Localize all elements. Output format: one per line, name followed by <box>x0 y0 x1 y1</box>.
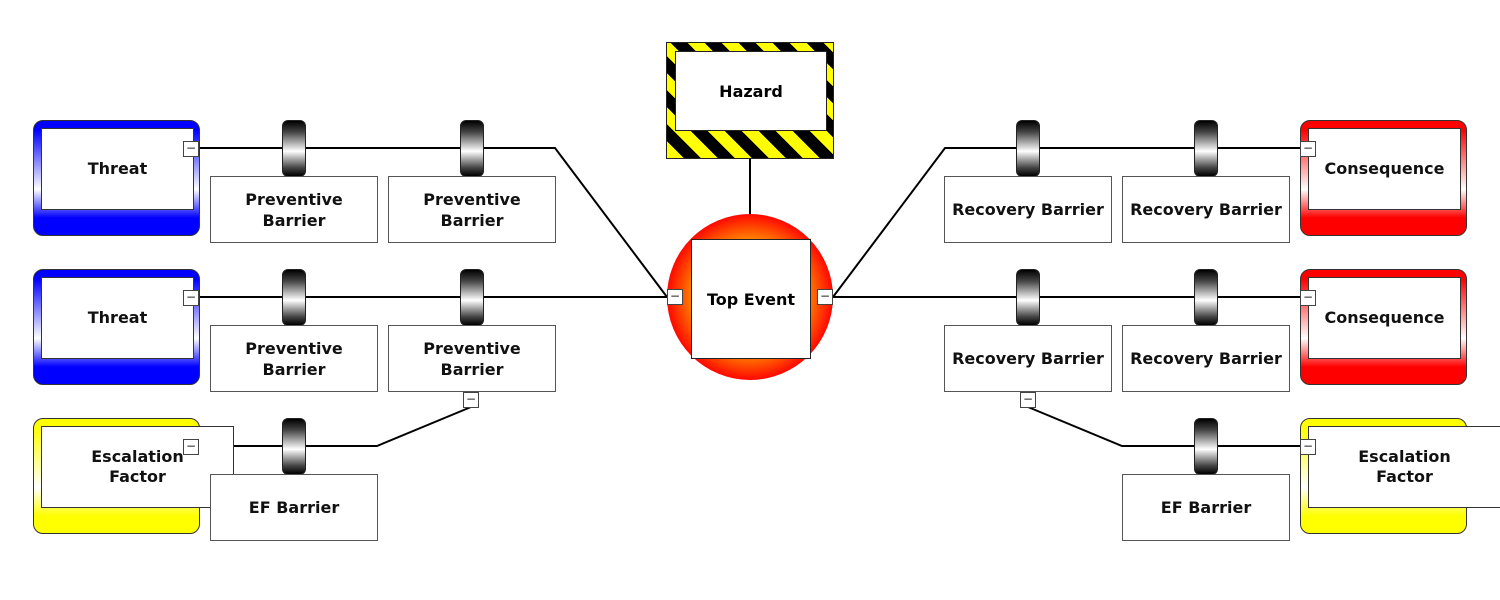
collapse-button[interactable]: − <box>1300 141 1316 157</box>
collapse-button[interactable]: − <box>1300 290 1316 306</box>
barrier-pill-icon <box>282 120 306 177</box>
collapse-button[interactable]: − <box>667 289 683 305</box>
consequence-label: Consequence <box>1308 128 1461 210</box>
connector-line <box>1027 406 1300 447</box>
recovery-barrier[interactable]: Recovery Barrier <box>1122 176 1290 243</box>
collapse-button[interactable]: − <box>463 392 479 408</box>
collapse-button[interactable]: − <box>183 290 199 306</box>
hazard-label: Hazard <box>675 51 827 131</box>
barrier-pill-icon <box>1016 120 1040 177</box>
top-event-node[interactable]: Top Event <box>667 214 833 380</box>
hazard-node[interactable]: Hazard <box>666 42 834 159</box>
barrier-pill-icon <box>460 120 484 177</box>
preventive-barrier[interactable]: Preventive Barrier <box>388 176 556 243</box>
ef-barrier[interactable]: EF Barrier <box>210 474 378 541</box>
barrier-pill-icon <box>282 418 306 475</box>
collapse-button[interactable]: − <box>183 141 199 157</box>
connector-line <box>832 147 1300 298</box>
escalation-factor-label: Escalation Factor <box>1308 426 1500 508</box>
threat-label: Threat <box>41 277 194 359</box>
connector-line <box>199 406 472 447</box>
barrier-pill-icon <box>1194 418 1218 475</box>
collapse-button[interactable]: − <box>1020 392 1036 408</box>
collapse-button[interactable]: − <box>1300 439 1316 455</box>
threat-node[interactable]: Threat <box>33 269 200 385</box>
consequence-node[interactable]: Consequence <box>1300 269 1467 385</box>
recovery-barrier[interactable]: Recovery Barrier <box>1122 325 1290 392</box>
ef-barrier[interactable]: EF Barrier <box>1122 474 1290 541</box>
barrier-pill-icon <box>460 269 484 326</box>
barrier-pill-icon <box>1016 269 1040 326</box>
top-event-label: Top Event <box>691 239 811 359</box>
collapse-button[interactable]: − <box>817 289 833 305</box>
barrier-pill-icon <box>1194 120 1218 177</box>
escalation-factor-node[interactable]: Escalation Factor <box>33 418 234 534</box>
consequence-label: Consequence <box>1308 277 1461 359</box>
preventive-barrier[interactable]: Preventive Barrier <box>210 176 378 243</box>
connector-line <box>199 147 668 298</box>
collapse-button[interactable]: − <box>183 439 199 455</box>
preventive-barrier[interactable]: Preventive Barrier <box>210 325 378 392</box>
escalation-factor-label: Escalation Factor <box>41 426 234 508</box>
threat-label: Threat <box>41 128 194 210</box>
recovery-barrier[interactable]: Recovery Barrier <box>944 176 1112 243</box>
consequence-node[interactable]: Consequence <box>1300 120 1467 236</box>
barrier-pill-icon <box>282 269 306 326</box>
threat-node[interactable]: Threat <box>33 120 200 236</box>
preventive-barrier[interactable]: Preventive Barrier <box>388 325 556 392</box>
recovery-barrier[interactable]: Recovery Barrier <box>944 325 1112 392</box>
escalation-factor-node[interactable]: Escalation Factor <box>1300 418 1500 534</box>
barrier-pill-icon <box>1194 269 1218 326</box>
